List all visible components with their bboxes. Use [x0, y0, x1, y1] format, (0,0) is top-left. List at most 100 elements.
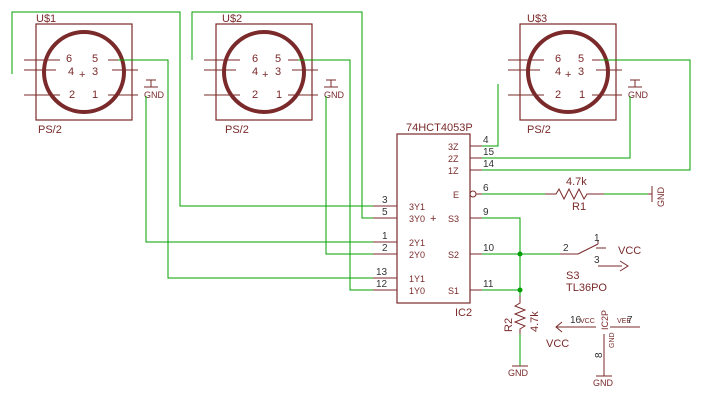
ic2-pin-9-num: 9 [483, 207, 489, 218]
connector-u1-pin-2: 2 [69, 89, 75, 101]
connector-u1-gnd-symbol [144, 79, 158, 88]
ic2-pin-e: E [453, 190, 459, 200]
ic2-pin-4-num: 4 [483, 135, 489, 146]
ic2-power-vcc-arrow [555, 321, 596, 333]
connector-u1: U$1 PS/2 6 5 4 3 2 1 + GND [24, 13, 165, 136]
connector-u3-package: PS/2 [527, 124, 551, 136]
connector-u3-pin-4: 4 [555, 66, 561, 78]
ic2-pin-1y0: 1Y0 [409, 286, 425, 296]
connector-u2-pin-4: 4 [252, 66, 258, 78]
ic2-pin-11-num: 11 [483, 279, 494, 290]
connector-u1-package: PS/2 [38, 124, 62, 136]
ic2-power-gnd-label: GND [593, 378, 614, 388]
connector-u2-package: PS/2 [225, 124, 249, 136]
connector-u3-pin-6: 6 [555, 53, 561, 65]
connector-u2-body [215, 23, 313, 121]
connector-u2-gnd-symbol [324, 79, 338, 88]
resistor-r1-zigzag [545, 187, 604, 201]
ic2-pin-1y1: 1Y1 [409, 274, 425, 284]
ic2-pin-13-num: 13 [376, 267, 388, 278]
connector-u1-ref: U$1 [36, 13, 56, 25]
net-2y0 [325, 96, 373, 255]
ic2-part-number: 74HCT4053P [406, 122, 473, 134]
resistor-r2-gnd-label: GND [508, 368, 529, 378]
ic2: 74HCT4053P IC2 3 3Y1 5 3Y0 1 2Y1 2 2Y0 1… [373, 122, 495, 319]
net-3z [482, 84, 499, 147]
ic2-power-vcc-name: VCC [580, 318, 595, 325]
connector-u2-center-mark: + [262, 69, 268, 81]
ic2-pin-12-num: 12 [376, 279, 388, 290]
connector-u3-ring [526, 30, 610, 114]
ic2-pin-2y1: 2Y1 [409, 238, 425, 248]
ic2-power: VCC 16 VCC IC2P GND 8 GND VEE 7 [546, 310, 640, 388]
ic2-power-gnd-name: GND [609, 332, 616, 348]
ic2-pin-6-num: 6 [483, 183, 489, 194]
ic2-pin-2z: 2Z [448, 154, 459, 164]
net-1y1 [118, 59, 373, 279]
ic2-pin-5-num: 5 [382, 207, 388, 218]
connector-u1-gnd-label: GND [144, 90, 165, 100]
resistor-r1-gnd-label: GND [656, 187, 666, 208]
resistor-r1-ref: R1 [572, 201, 586, 213]
switch-s3-pin-1: 1 [594, 233, 600, 244]
nets [11, 11, 691, 366]
ic2-power-vee-pin: 7 [627, 315, 633, 326]
ic2-left-leads [373, 205, 397, 291]
switch-s3: 2 1 3 VCC S3 TL36PO [560, 233, 641, 294]
ic2-pin-3y1: 3Y1 [409, 202, 425, 212]
ic2-pin-2-num: 2 [382, 243, 388, 254]
ic2-pin-s2: S2 [448, 250, 459, 260]
net-s3-bus [482, 217, 521, 290]
ic2-power-gnd-pin: 8 [594, 352, 605, 358]
connector-u2-pin-6: 6 [252, 53, 258, 65]
junction-s2 [517, 251, 523, 257]
resistor-r2-zigzag [513, 296, 527, 334]
connector-u3-ref: U$3 [527, 13, 547, 25]
connector-u2-pin-2: 2 [252, 89, 258, 101]
connector-u1-body [35, 23, 133, 121]
ic2-pin-3z: 3Z [448, 142, 459, 152]
connector-u3-gnd-label: GND [628, 90, 649, 100]
connector-u3-pin-2: 2 [555, 89, 561, 101]
connector-u3-center-mark: + [565, 69, 571, 81]
junction-s1 [517, 287, 523, 293]
net-1z [482, 59, 691, 171]
net-1y0 [298, 59, 373, 291]
connector-u2-pin-3: 3 [275, 66, 281, 78]
ic2-right-leads [470, 145, 482, 291]
connector-u1-pin-1: 1 [92, 89, 98, 101]
net-3y0 [191, 11, 373, 219]
net-s1-r2 [482, 289, 521, 296]
connector-u3-pin-1: 1 [579, 89, 585, 101]
connector-u2: U$2 PS/2 6 5 4 3 2 1 + GND [204, 13, 345, 136]
connector-u3-pin-3: 3 [578, 66, 584, 78]
resistor-r2-ref: R2 [503, 318, 515, 332]
connector-u1-pin-6: 6 [66, 53, 72, 65]
connector-u2-ref: U$2 [222, 13, 242, 25]
ic2-pin-1z: 1Z [448, 166, 459, 176]
connector-u1-pin-3: 3 [92, 66, 98, 78]
switch-s3-part: TL36PO [566, 282, 607, 294]
ic2-enable-bubble [469, 190, 477, 198]
connector-u3-gnd-symbol [628, 79, 642, 88]
connector-u1-pin-5: 5 [92, 53, 98, 65]
ic2-pin-14-num: 14 [483, 159, 495, 170]
resistor-r1-gnd-symbol [648, 186, 653, 202]
connector-u1-center-mark: + [79, 69, 85, 81]
switch-s3-ref: S3 [566, 270, 579, 282]
ic2-pin-s1: S1 [448, 286, 459, 296]
ic2-power-ic-label: IC2P [600, 310, 610, 330]
switch-s3-contacts [560, 240, 622, 267]
net-2y1 [145, 96, 373, 243]
ic2-pin-s3: S3 [448, 214, 459, 224]
ic2-power-vee-name: VEE [617, 318, 631, 325]
ic2-power-vcc-pin: 16 [570, 315, 582, 326]
ic2-pin-3y0: 3Y0 [409, 214, 425, 224]
connector-u3: U$3 PS/2 6 5 4 3 2 1 + GND [508, 13, 649, 136]
connector-u1-ring [42, 30, 126, 114]
ic2-pin-2y0: 2Y0 [409, 250, 425, 260]
ic2-ref: IC2 [455, 307, 472, 319]
connector-u2-ring [222, 30, 306, 114]
resistor-r1-value: 4.7k [566, 176, 587, 188]
resistor-r2: R2 4.7k GND [503, 296, 541, 378]
